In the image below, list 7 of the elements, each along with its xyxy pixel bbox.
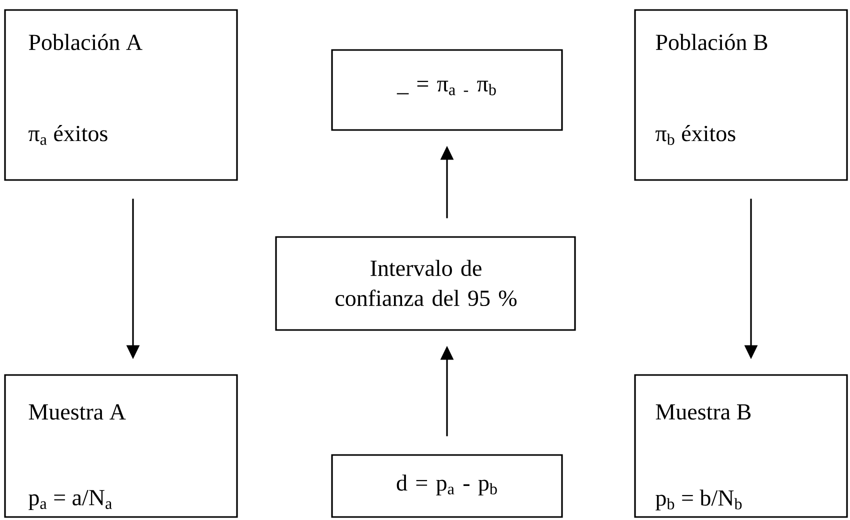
text-box: Intervalo de confianza del 95 % (275, 236, 576, 331)
text-box: d = p$_{a}$ - p$_{b}$ (331, 454, 563, 518)
text-box: Muestra A p$_{a}$ = a/N$_{a}$ (4, 374, 238, 518)
text-box: Población A π$_{a}$ éxitos (4, 9, 238, 181)
text-box: Población B π$_{b}$ éxitos (634, 9, 848, 181)
text-box: _ = π$_{a -}$ π$_{b}$ (331, 49, 563, 131)
text-box: Muestra B p$_{b}$ = b/N$_{b}$ (634, 374, 848, 518)
